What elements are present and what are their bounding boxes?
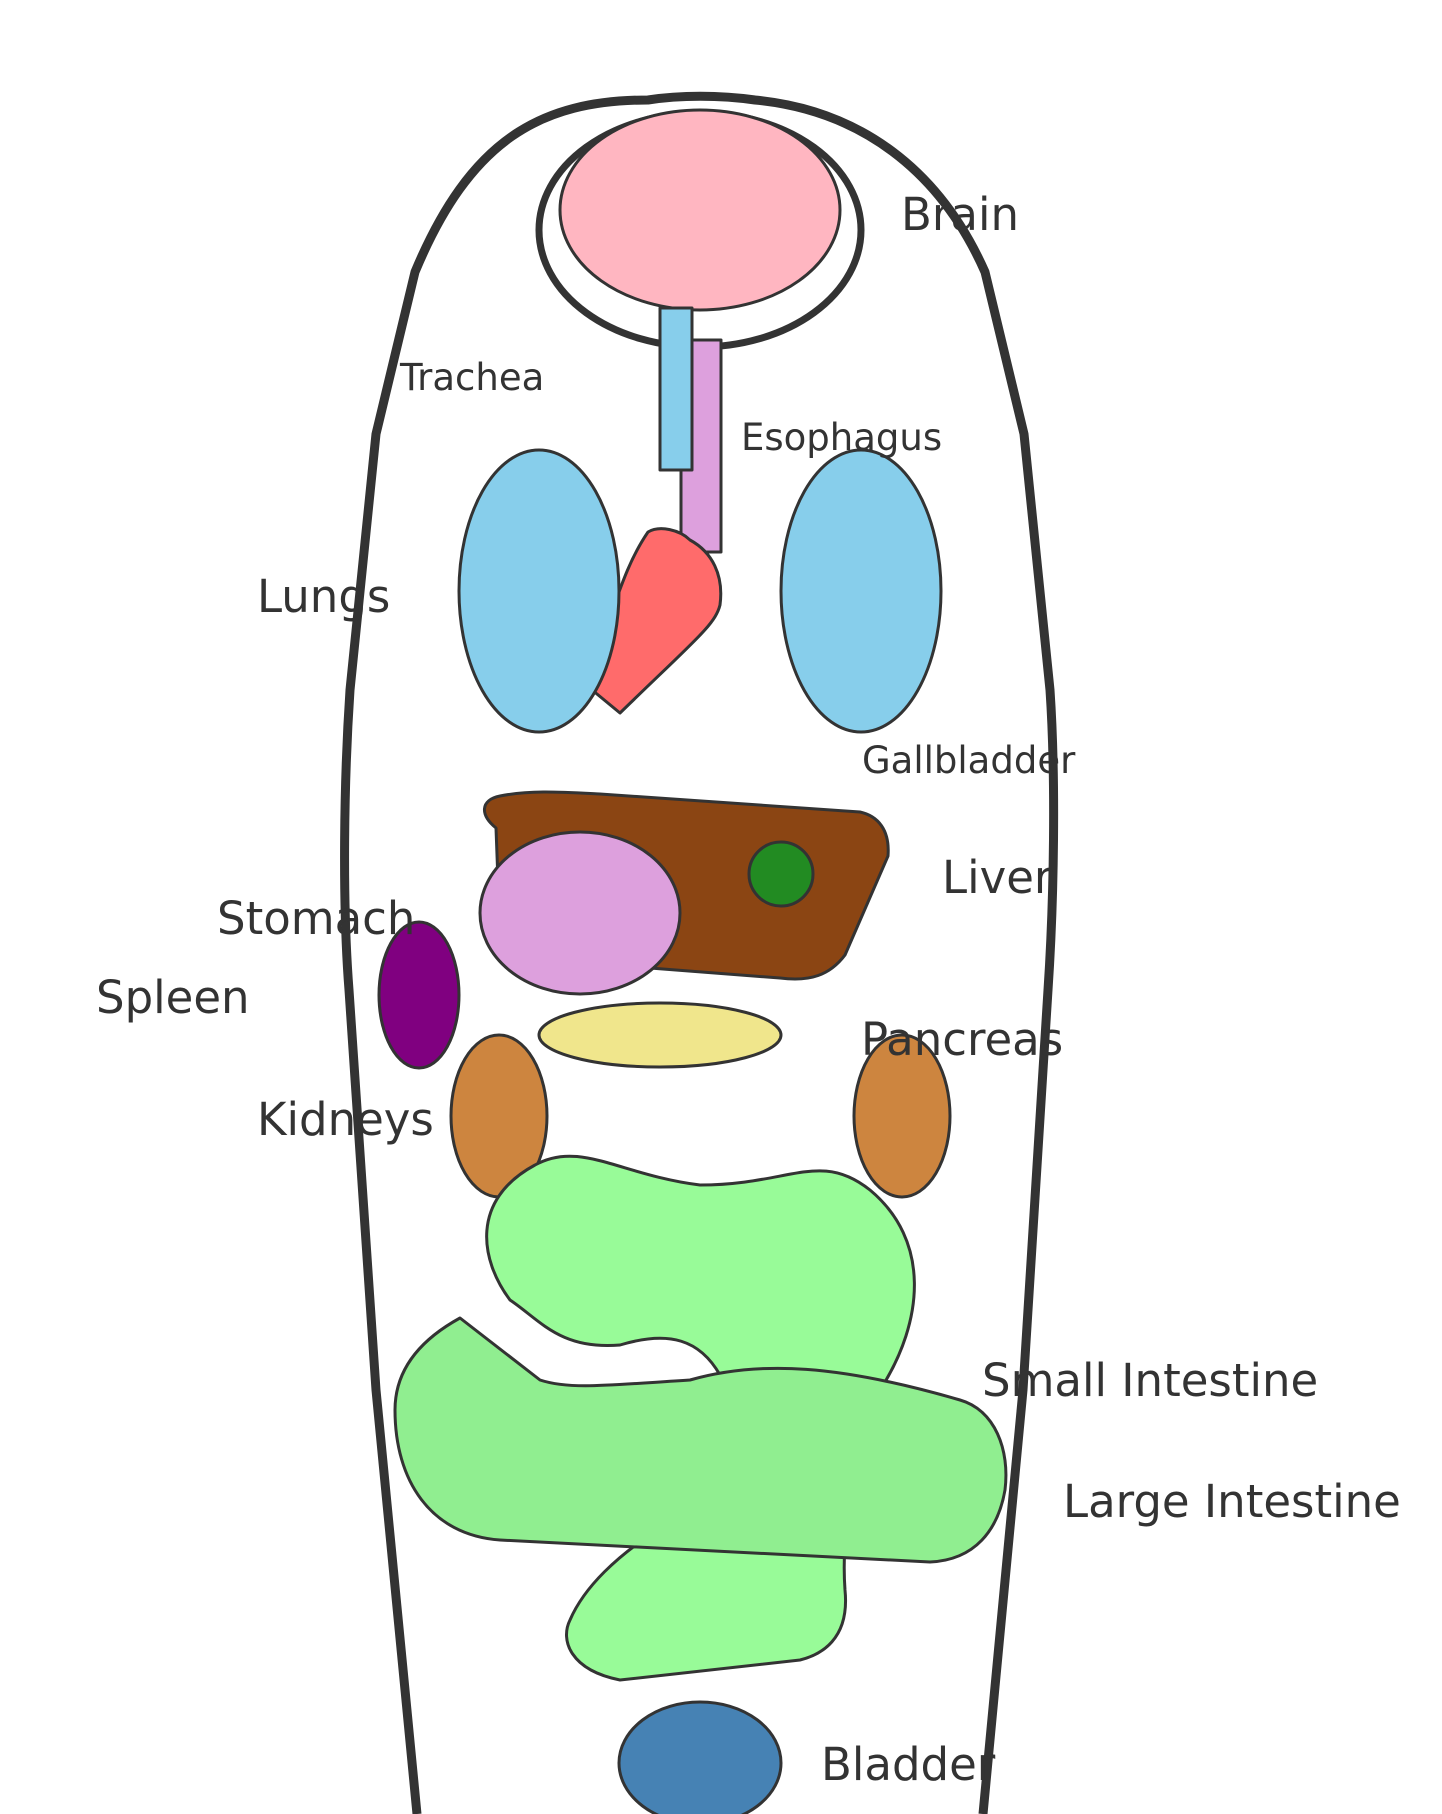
label-brain: Brain xyxy=(901,188,1019,241)
right-kidney xyxy=(852,1033,952,1199)
gallbladder xyxy=(747,840,815,908)
brain xyxy=(558,108,842,312)
label-large-intestine: Large Intestine xyxy=(1063,1475,1401,1528)
body-outline xyxy=(340,91,1059,1814)
label-esophagus: Esophagus xyxy=(741,416,942,459)
label-stomach: Stomach xyxy=(217,892,415,945)
label-trachea: Trachea xyxy=(399,356,544,399)
label-small-intestine: Small Intestine xyxy=(982,1354,1318,1407)
stomach xyxy=(478,830,682,996)
label-pancreas: Pancreas xyxy=(861,1013,1063,1066)
spleen xyxy=(377,920,461,1070)
pancreas xyxy=(537,1001,783,1069)
label-lungs: Lungs xyxy=(257,570,390,623)
label-kidneys: Kidneys xyxy=(257,1093,434,1146)
right-lung xyxy=(779,448,943,734)
label-bladder: Bladder xyxy=(821,1738,996,1791)
label-liver: Liver xyxy=(942,851,1053,904)
large-intestine xyxy=(393,1316,1008,1564)
trachea xyxy=(658,306,694,472)
label-spleen: Spleen xyxy=(96,971,250,1024)
label-gallbladder: Gallbladder xyxy=(862,739,1076,782)
left-lung xyxy=(457,448,621,734)
bladder xyxy=(617,1700,783,1814)
